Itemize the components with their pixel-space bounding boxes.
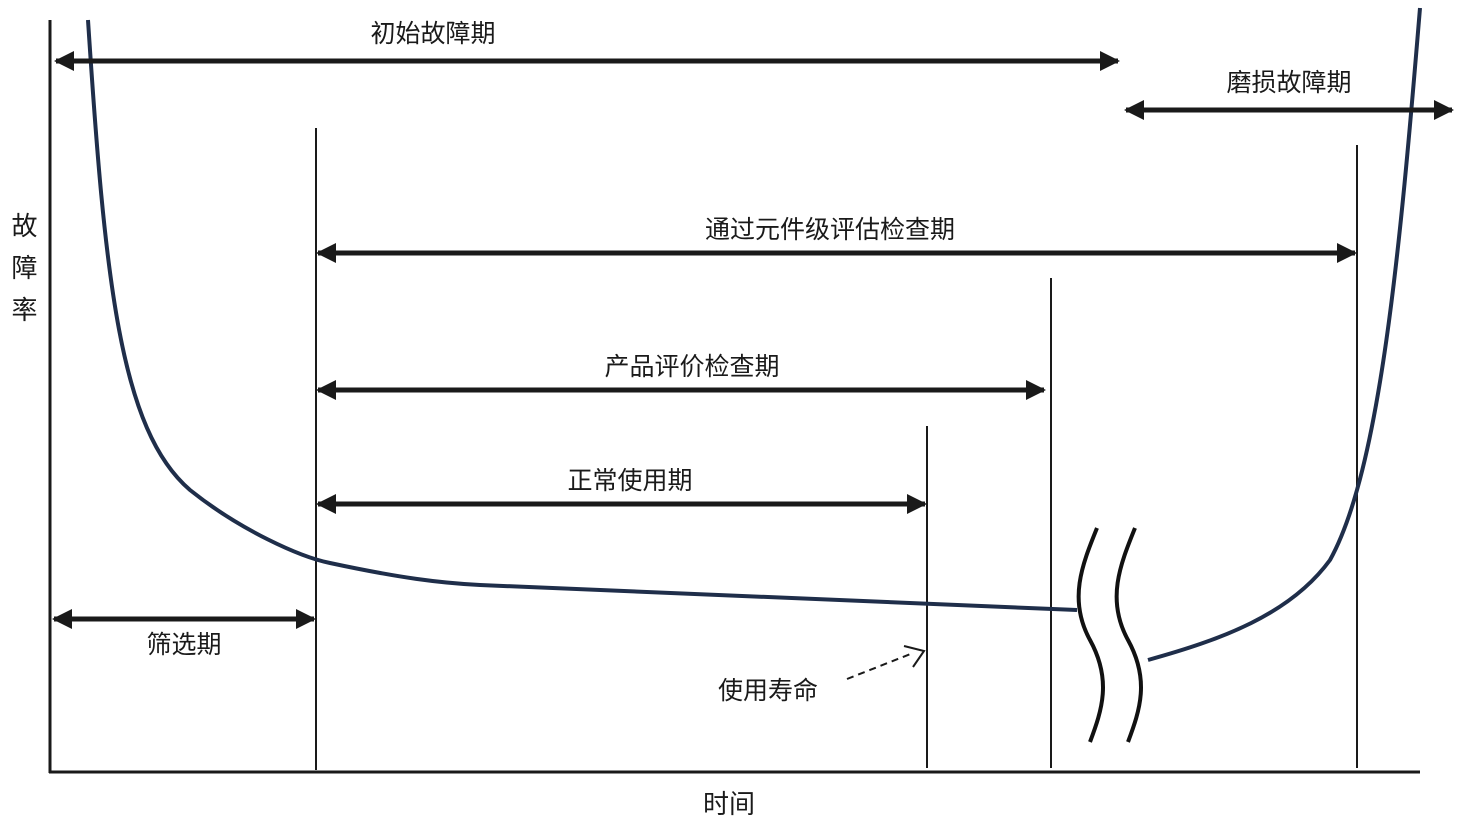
initial-failure-label: 初始故障期: [370, 19, 495, 48]
axis-break-mark-left: [1076, 527, 1105, 743]
service-life-pointer-head: [903, 645, 926, 668]
axis-break-mark-right: [1114, 527, 1143, 743]
screening-label: 筛选期: [146, 630, 221, 659]
wearout-failure-label: 磨损故障期: [1226, 68, 1351, 97]
failure-rate-curve-left: [86, 19, 1078, 612]
product-eval-label: 产品评价检查期: [604, 352, 779, 381]
normal-use-label: 正常使用期: [567, 466, 692, 495]
service-life-pointer: [846, 652, 914, 680]
component-eval-label: 通过元件级评估检查期: [705, 215, 955, 244]
y-axis-label: 故障率: [7, 212, 37, 338]
failure-rate-curve-right: [1147, 7, 1422, 662]
x-axis-label: 时间: [703, 790, 755, 820]
service-life-label: 使用寿命: [718, 676, 818, 705]
